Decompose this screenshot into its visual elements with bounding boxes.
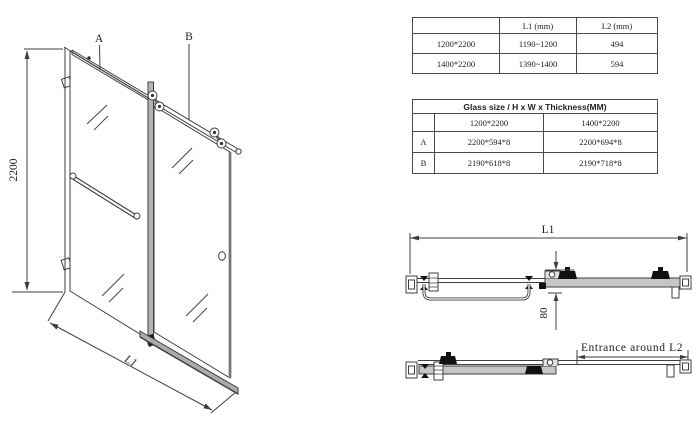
table-cell: L2 (mm) <box>576 17 658 34</box>
towel-bar <box>69 172 141 220</box>
top-view-open <box>405 350 692 381</box>
length-dimension <box>47 291 237 414</box>
entrance-dimension <box>576 350 689 364</box>
glass-table-title: Glass size / H x W x Thickness(MM) <box>412 99 658 114</box>
panel-a-label: A <box>95 33 104 45</box>
table-cell: B <box>412 152 435 174</box>
table-cell: 2200*694*8 <box>543 131 658 153</box>
glass-size-table: Glass size / H x W x Thickness(MM) 1200*… <box>412 99 658 174</box>
closed-l1-dimension <box>409 233 688 274</box>
table-header-row: 1200*2200 1400*2200 <box>412 113 658 132</box>
closed-fixed-panel <box>417 272 562 301</box>
table-cell: 2190*618*8 <box>434 152 544 174</box>
table-header-row: L1 (mm) L2 (mm) <box>412 17 658 34</box>
table-cell: 1400*2200 <box>412 53 500 74</box>
height-dimension <box>12 48 63 293</box>
table-cell: 2190*718*8 <box>543 152 658 174</box>
table-cell: 1200*2200 <box>434 113 544 132</box>
table-row: A 2200*594*8 2200*694*8 <box>412 131 658 153</box>
height-dim-label: 2200 <box>8 158 20 181</box>
glass-table-title-row: Glass size / H x W x Thickness(MM) <box>412 99 658 114</box>
sliding-panel-b <box>145 81 232 379</box>
roller-wheels <box>147 90 227 149</box>
table-row: 1400*2200 1390~1400 594 <box>412 53 658 74</box>
iso-shower-door-view <box>12 44 242 414</box>
fixed-panel-a <box>63 46 151 340</box>
table-cell: 1400*2200 <box>543 113 658 132</box>
table-cell: L1 (mm) <box>499 17 577 34</box>
open-track-bracket <box>666 364 675 378</box>
depth-80-label: 80 <box>538 307 550 319</box>
l1-l2-size-table: L1 (mm) L2 (mm) 1200*2200 1190~1200 494 … <box>412 17 658 74</box>
table-cell: 1190~1200 <box>499 33 577 54</box>
table-cell: A <box>412 131 435 153</box>
label-a-leader <box>99 44 101 71</box>
table-cell: 2200*594*8 <box>434 131 544 153</box>
table-cell <box>412 17 500 34</box>
table-cell: 494 <box>576 33 658 54</box>
entrance-around-l2-label: Entrance around L2 <box>581 342 683 354</box>
top-view-closed <box>405 233 692 330</box>
door-knob <box>218 251 226 261</box>
table-row: 1200*2200 1190~1200 494 <box>412 33 658 54</box>
table-cell: 1390~1400 <box>499 53 577 74</box>
panel-b-label: B <box>185 31 193 43</box>
wall-profile <box>64 47 71 292</box>
table-cell: 594 <box>576 53 658 74</box>
table-cell <box>412 113 435 132</box>
closed-sliding-panel <box>539 267 692 299</box>
table-row: B 2190*618*8 2190*718*8 <box>412 152 658 174</box>
iso-l1-label: L1 <box>121 353 138 370</box>
bottom-track <box>139 330 239 395</box>
depth-dimension-80 <box>545 251 574 330</box>
closed-l1-label: L1 <box>542 224 555 236</box>
table-cell: 1200*2200 <box>412 33 500 54</box>
open-sliding-panel <box>418 352 559 381</box>
